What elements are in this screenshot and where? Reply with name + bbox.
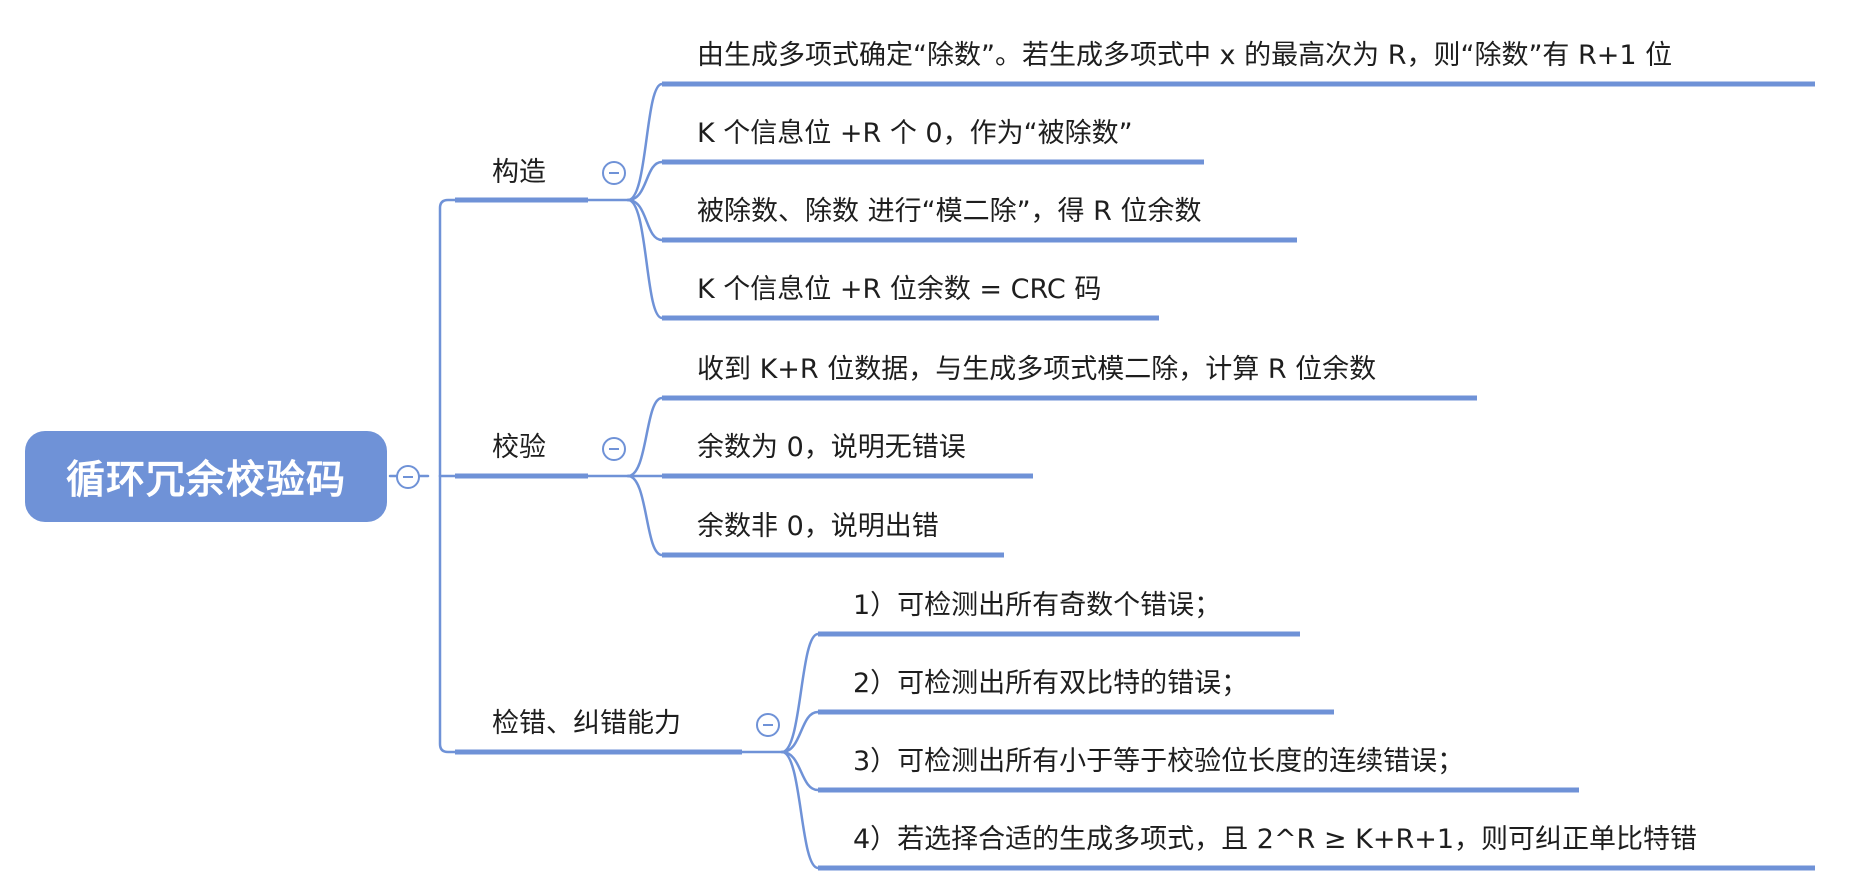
root-node[interactable]: 循环冗余校验码 <box>25 431 387 522</box>
leaf-capability-4[interactable]: 4）若选择合适的生成多项式，且 2^R ≥ K+R+1，则可纠正单比特错 <box>853 824 1697 855</box>
collapse-verify-icon[interactable] <box>602 437 626 461</box>
leaf-construct-4[interactable]: K 个信息位 +R 位余数 = CRC 码 <box>697 274 1102 305</box>
leaf-verify-2[interactable]: 余数为 0，说明无错误 <box>697 432 966 463</box>
branch-verify[interactable]: 校验 <box>492 432 546 463</box>
collapse-root-icon[interactable] <box>396 465 420 489</box>
leaf-construct-2[interactable]: K 个信息位 +R 个 0，作为“被除数” <box>697 118 1133 149</box>
leaf-capability-2[interactable]: 2）可检测出所有双比特的错误； <box>853 668 1249 699</box>
leaf-construct-1[interactable]: 由生成多项式确定“除数”。若生成多项式中 x 的最高次为 R，则“除数”有 R+… <box>697 40 1673 71</box>
branch-capability[interactable]: 检错、纠错能力 <box>492 708 681 739</box>
leaf-verify-1[interactable]: 收到 K+R 位数据，与生成多项式模二除，计算 R 位余数 <box>697 354 1377 385</box>
root-label: 循环冗余校验码 <box>65 457 346 503</box>
collapse-construct-icon[interactable] <box>602 161 626 185</box>
branch-construct[interactable]: 构造 <box>492 157 546 188</box>
leaf-construct-3[interactable]: 被除数、除数 进行“模二除”，得 R 位余数 <box>697 196 1202 227</box>
collapse-capability-icon[interactable] <box>756 713 780 737</box>
leaf-verify-3[interactable]: 余数非 0，说明出错 <box>697 511 939 542</box>
leaf-capability-3[interactable]: 3）可检测出所有小于等于校验位长度的连续错误； <box>853 746 1465 777</box>
leaf-capability-1[interactable]: 1）可检测出所有奇数个错误； <box>853 590 1222 621</box>
